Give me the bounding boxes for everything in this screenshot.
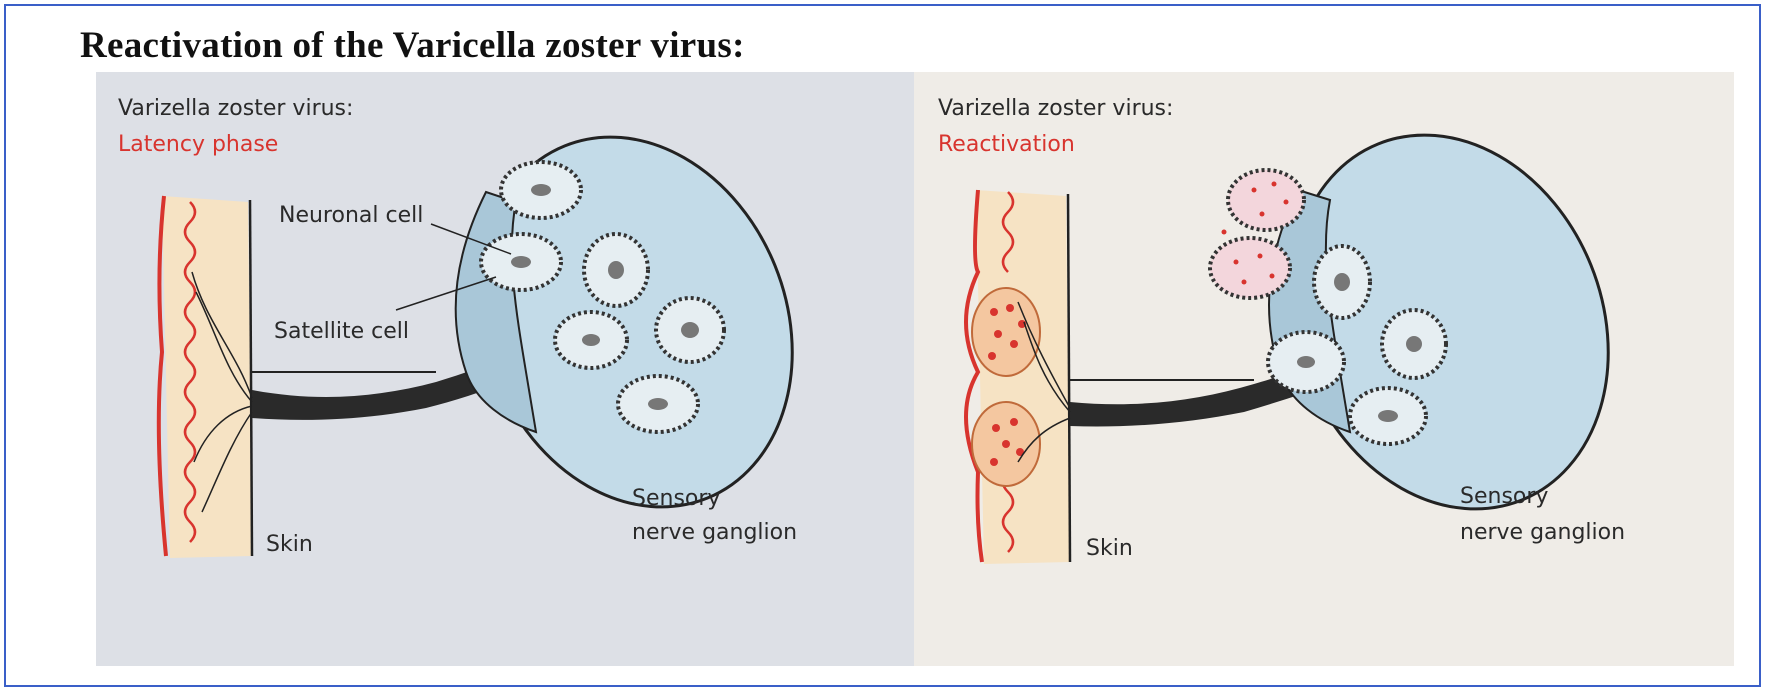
sensory-label: Sensory xyxy=(632,486,720,511)
nerve-ganglion-label: nerve ganglion xyxy=(632,520,797,545)
slide-title: Reactivation of the Varicella zoster vir… xyxy=(80,24,745,67)
latency-illustration xyxy=(96,72,914,666)
skin-label: Skin xyxy=(1086,536,1133,561)
neuronal-cell-label: Neuronal cell xyxy=(279,203,423,228)
slide-frame: Reactivation of the Varicella zoster vir… xyxy=(4,4,1761,687)
vesicle-upper xyxy=(972,288,1040,376)
skin-label: Skin xyxy=(266,532,313,557)
virus-heading: Varizella zoster virus: xyxy=(938,96,1173,121)
satellite-cell-label: Satellite cell xyxy=(274,319,409,344)
phase-label: Reactivation xyxy=(938,132,1075,157)
sensory-label: Sensory xyxy=(1460,484,1548,509)
reactivation-illustration xyxy=(914,72,1734,666)
skin-layer xyxy=(976,190,1070,564)
phase-label: Latency phase xyxy=(118,132,278,157)
virus-heading: Varizella zoster virus: xyxy=(118,96,353,121)
latency-diagram-panel: Varizella zoster virus: Latency phase Ne… xyxy=(96,72,914,666)
skin-layer xyxy=(162,196,252,558)
reactivation-diagram-panel: Varizella zoster virus: Reactivation Ski… xyxy=(914,72,1734,666)
nerve-ganglion-label: nerve ganglion xyxy=(1460,520,1625,545)
